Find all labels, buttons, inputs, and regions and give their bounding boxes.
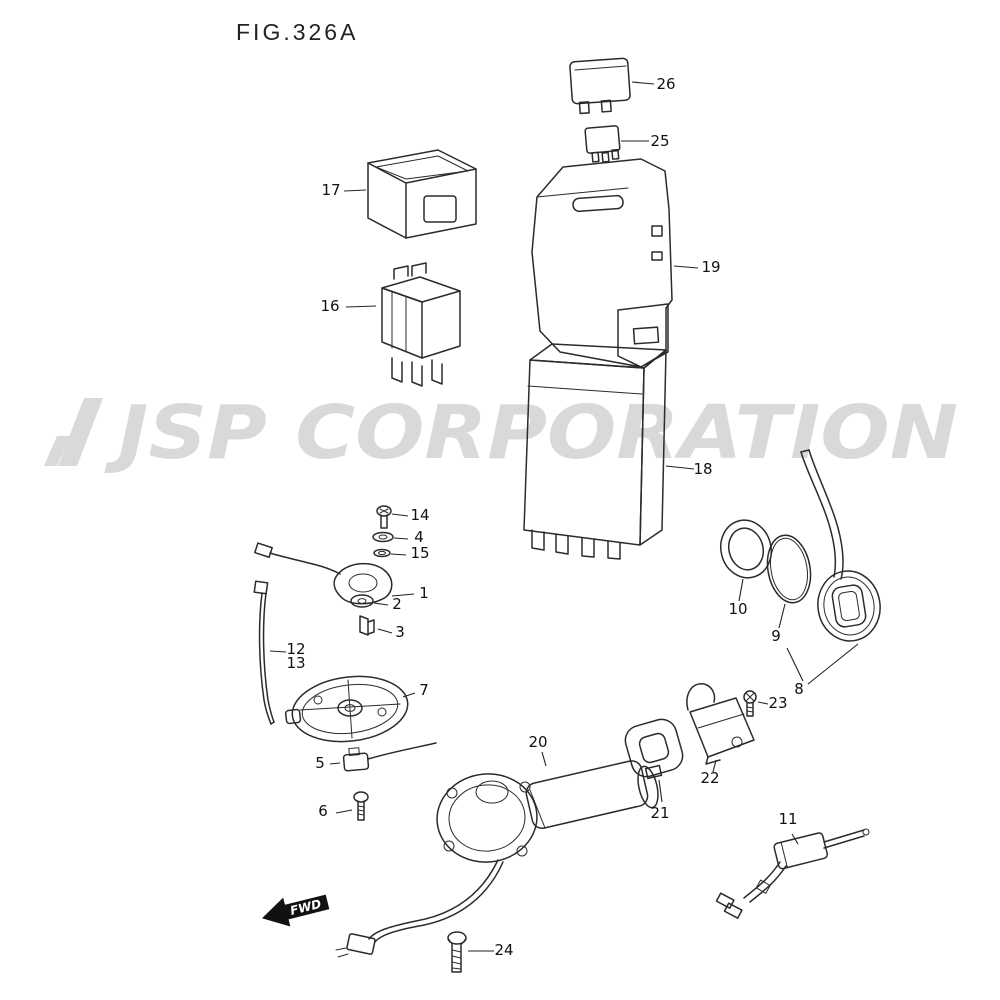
part-12-13-cable-tie: [253, 580, 287, 725]
part-3-clip: [359, 615, 393, 636]
watermark: JSP CORPORATION: [44, 390, 958, 476]
part-label-14: 14: [410, 506, 429, 524]
part-7-pulser-disc: [284, 675, 416, 743]
part-25-relay-small: [584, 125, 649, 163]
part-label-2: 2: [392, 595, 402, 613]
part-label-1: 1: [419, 584, 429, 602]
part-label-8: 8: [794, 680, 804, 698]
part-label-10: 10: [728, 600, 747, 618]
part-5-sensor: [329, 742, 437, 772]
part-8-bezel-housing: [786, 449, 881, 685]
part-label-18: 18: [693, 460, 712, 478]
part-label-5: 5: [315, 754, 325, 772]
part-22-bracket: [686, 683, 755, 773]
part-24-bolt: [447, 931, 494, 973]
part-10-ring: [719, 519, 773, 602]
part-label-19: 19: [701, 258, 720, 276]
fwd-arrow: FWD: [262, 894, 330, 927]
watermark-logo: [58, 398, 103, 466]
part-label-6: 6: [318, 802, 328, 820]
part-label-4: 4: [414, 528, 424, 546]
part-17-cover-box: [343, 149, 477, 239]
part-4-washer: [372, 531, 409, 543]
part-16-cdi-unit: [345, 262, 461, 387]
part-9-o-ring: [766, 534, 812, 629]
part-label-12: 12: [286, 640, 305, 658]
part-label-7: 7: [419, 681, 429, 699]
part-label-26: 26: [656, 75, 675, 93]
part-11-switch: [715, 828, 870, 919]
part-21-grommet: [624, 718, 684, 803]
part-20-motor-assembly: [335, 751, 663, 958]
part-1-2-sensor-assembly: [254, 542, 415, 608]
part-label-21: 21: [650, 804, 669, 822]
figure-title: FIG.326A: [236, 19, 358, 45]
part-label-16: 16: [320, 297, 339, 315]
part-label-25: 25: [650, 132, 669, 150]
part-label-22: 22: [700, 769, 719, 787]
part-label-23: 23: [768, 694, 787, 712]
part-6-bolt: [335, 791, 369, 821]
watermark-text: JSP CORPORATION: [104, 390, 958, 476]
part-label-17: 17: [321, 181, 340, 199]
part-19-bracket: [531, 158, 699, 368]
part-26-relay: [569, 57, 655, 115]
watermark-logo-slash: [44, 436, 70, 466]
part-label-15: 15: [410, 544, 429, 562]
part-label-20: 20: [528, 733, 547, 751]
part-label-11: 11: [778, 810, 797, 828]
part-14-bolt: [376, 505, 409, 529]
part-label-13: 13: [286, 654, 305, 672]
part-18-rectifier: [523, 343, 695, 560]
part-23-screw: [743, 690, 769, 717]
part-label-9: 9: [771, 627, 781, 645]
part-15-washer: [373, 548, 407, 558]
part-label-24: 24: [494, 941, 513, 959]
part-label-3: 3: [395, 623, 405, 641]
